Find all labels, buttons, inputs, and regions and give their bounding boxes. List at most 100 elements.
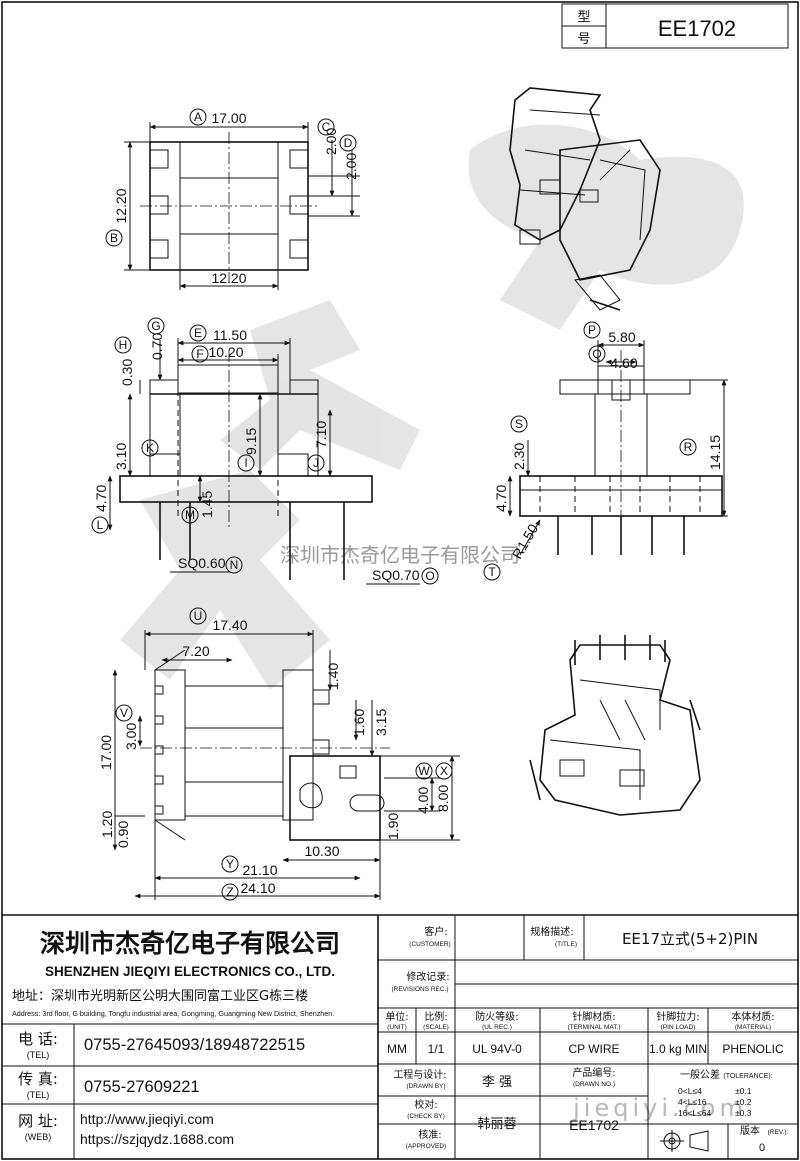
model-label-1: 型 xyxy=(577,10,590,25)
version-value: 0 xyxy=(759,1142,765,1154)
svg-text:W: W xyxy=(418,764,430,778)
svg-text:D: D xyxy=(344,136,353,150)
dim-T: R1.50 xyxy=(509,521,542,562)
svg-text:K: K xyxy=(146,441,154,455)
tolerance-label-en: (TOLERANCE): xyxy=(723,1073,772,1080)
dim-Y: 21.10 xyxy=(242,862,277,878)
dim-B: 12.20 xyxy=(113,188,129,223)
callout-K: K xyxy=(141,439,159,457)
address-cn: 地址：深圳市光明新区公明大围同富工业区G栋三楼 xyxy=(12,988,308,1004)
model-header: 型 号 EE1702 xyxy=(561,3,789,49)
fax-value: 0755-27609221 xyxy=(84,1078,200,1096)
scale-value: 1/1 xyxy=(428,1042,445,1056)
dim-S: 2.30 xyxy=(511,443,527,470)
tel-label-en: (TEL) xyxy=(27,1050,50,1060)
svg-text:T: T xyxy=(488,565,496,579)
material-label-en: (MATERIAL) xyxy=(735,1024,771,1031)
approved-value: 韩丽蓉 xyxy=(477,1117,516,1132)
tolerance-label: 一般公差 xyxy=(680,1068,720,1081)
callout-G: G xyxy=(147,317,165,335)
svg-text:E: E xyxy=(194,326,202,340)
version-label: 版本 xyxy=(740,1124,760,1137)
dim-b3: 1.90 xyxy=(385,813,401,840)
callout-V: V xyxy=(115,704,133,722)
dim-bottom-width: 12.20 xyxy=(211,270,246,286)
tol-value-1: ±0.1 xyxy=(735,1086,752,1096)
dim-V: 3.00 xyxy=(123,723,139,750)
drawn-value: 李 强 xyxy=(482,1075,512,1090)
title-value: EE17立式(5+2)PIN xyxy=(622,930,758,948)
svg-text:M: M xyxy=(185,508,195,522)
dim-J: 7.10 xyxy=(313,421,329,448)
dim-F: 10.20 xyxy=(208,344,243,360)
dim-H: 0.30 xyxy=(119,359,135,386)
pinload-label-en: (PIN LOAD) xyxy=(661,1024,696,1031)
dim-b1: 1.20 xyxy=(99,811,115,838)
callout-W: W xyxy=(415,762,433,780)
dim-A: 17.00 xyxy=(211,110,246,126)
dim-U: 17.40 xyxy=(212,617,247,633)
drawn-label-en: (DRAWN BY) xyxy=(406,1083,445,1090)
svg-text:B: B xyxy=(110,231,118,245)
dim-M: 1.45 xyxy=(199,491,215,518)
callout-E: E xyxy=(189,324,207,342)
terminal-label-en: (TERMINAL MAT.) xyxy=(567,1024,620,1031)
tol-range-1: 0<L≤4 xyxy=(678,1086,702,1096)
callout-R: R xyxy=(679,438,697,456)
watermark-center-text: 深圳市杰奇亿电子有限公司 xyxy=(280,543,520,567)
dim-Q: 4.60 xyxy=(610,355,637,371)
callout-I: I xyxy=(237,454,255,472)
dim-K: 3.10 xyxy=(113,443,129,470)
drawn-label: 工程与设计: xyxy=(393,1068,446,1081)
callout-A: A xyxy=(189,108,207,126)
dim-r2: 1.60 xyxy=(351,709,367,736)
callout-M: M xyxy=(181,506,199,524)
dim-T-height: 4.70 xyxy=(493,485,509,512)
tol-value-3: ±0.3 xyxy=(735,1108,752,1118)
dim-r1: 1.40 xyxy=(325,663,341,690)
drawn-no-label: 产品编号: xyxy=(572,1066,615,1079)
revisions-label: 修改记录: xyxy=(406,970,449,983)
svg-text:U: U xyxy=(194,609,203,623)
svg-text:N: N xyxy=(230,558,239,572)
model-label-2: 号 xyxy=(577,32,590,47)
dim-W: 4.00 xyxy=(415,787,431,814)
svg-text:A: A xyxy=(194,110,202,124)
svg-text:I: I xyxy=(244,456,247,470)
dim-b4: 10.30 xyxy=(304,843,339,859)
bottom-view: 17.40 7.20 17.00 3.00 1.40 1.60 3.15 4.0… xyxy=(98,617,460,900)
callout-D: D xyxy=(339,134,357,152)
web-url-1: http://www.jieqiyi.com xyxy=(80,1111,214,1127)
unit-label: 单位: xyxy=(385,1010,408,1023)
terminal-value: CP WIRE xyxy=(568,1042,619,1056)
svg-text:Z: Z xyxy=(226,885,233,899)
callout-P: P xyxy=(583,321,601,339)
svg-text:F: F xyxy=(196,347,203,361)
svg-text:S: S xyxy=(515,417,523,431)
callout-T: T xyxy=(483,563,501,581)
pinload-label: 针脚拉力: xyxy=(656,1010,699,1023)
dim-b2: 0.90 xyxy=(115,821,131,848)
side-view: 5.80 4.60 14.15 2.30 4.70 R1.50 xyxy=(493,329,728,562)
unit-label-en: (UNIT) xyxy=(387,1024,407,1031)
tel-value: 0755-27645093/18948722515 xyxy=(84,1036,305,1054)
company-name-cn: 深圳市杰奇亿电子有限公司 xyxy=(40,929,340,958)
dim-P: 5.80 xyxy=(608,329,635,345)
dim-G: 0.70 xyxy=(149,333,165,360)
dim-N: SQ0.60 xyxy=(178,555,226,571)
dim-X: 8.00 xyxy=(435,785,451,812)
tol-value-2: ±0.2 xyxy=(735,1097,752,1107)
callout-J: J xyxy=(307,454,325,472)
terminal-label: 针脚材质: xyxy=(572,1010,615,1023)
dim-top-left: 7.20 xyxy=(182,643,209,659)
version-label-en: (REV.): xyxy=(768,1129,789,1136)
customer-label: 客户: xyxy=(424,925,447,938)
dim-D: 2.00 xyxy=(343,153,359,180)
dim-left-height: 17.00 xyxy=(98,735,114,770)
dim-Z: 24.10 xyxy=(240,880,275,896)
fax-label: 传 真: xyxy=(18,1070,58,1088)
svg-text:X: X xyxy=(440,764,448,778)
revisions-label-en: (REVISIONS REC.) xyxy=(391,986,448,993)
dim-r3: 3.15 xyxy=(373,709,389,736)
svg-text:Y: Y xyxy=(226,857,234,871)
